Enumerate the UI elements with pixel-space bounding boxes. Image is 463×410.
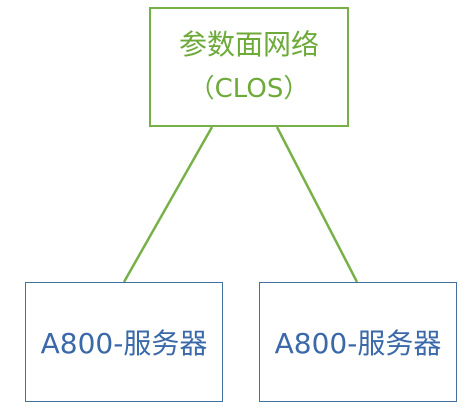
server-node-right-label: A800-服务器 xyxy=(274,327,442,360)
network-node-subtitle: （CLOS） xyxy=(188,74,310,104)
connector-right xyxy=(275,126,359,283)
server-node-right: A800-服务器 xyxy=(259,282,457,402)
network-node-clos: 参数面网络 （CLOS） xyxy=(149,7,349,127)
connector-left xyxy=(122,126,214,283)
network-node-title: 参数面网络 xyxy=(178,28,319,61)
server-node-left: A800-服务器 xyxy=(25,282,223,402)
server-node-left-label: A800-服务器 xyxy=(40,327,208,360)
